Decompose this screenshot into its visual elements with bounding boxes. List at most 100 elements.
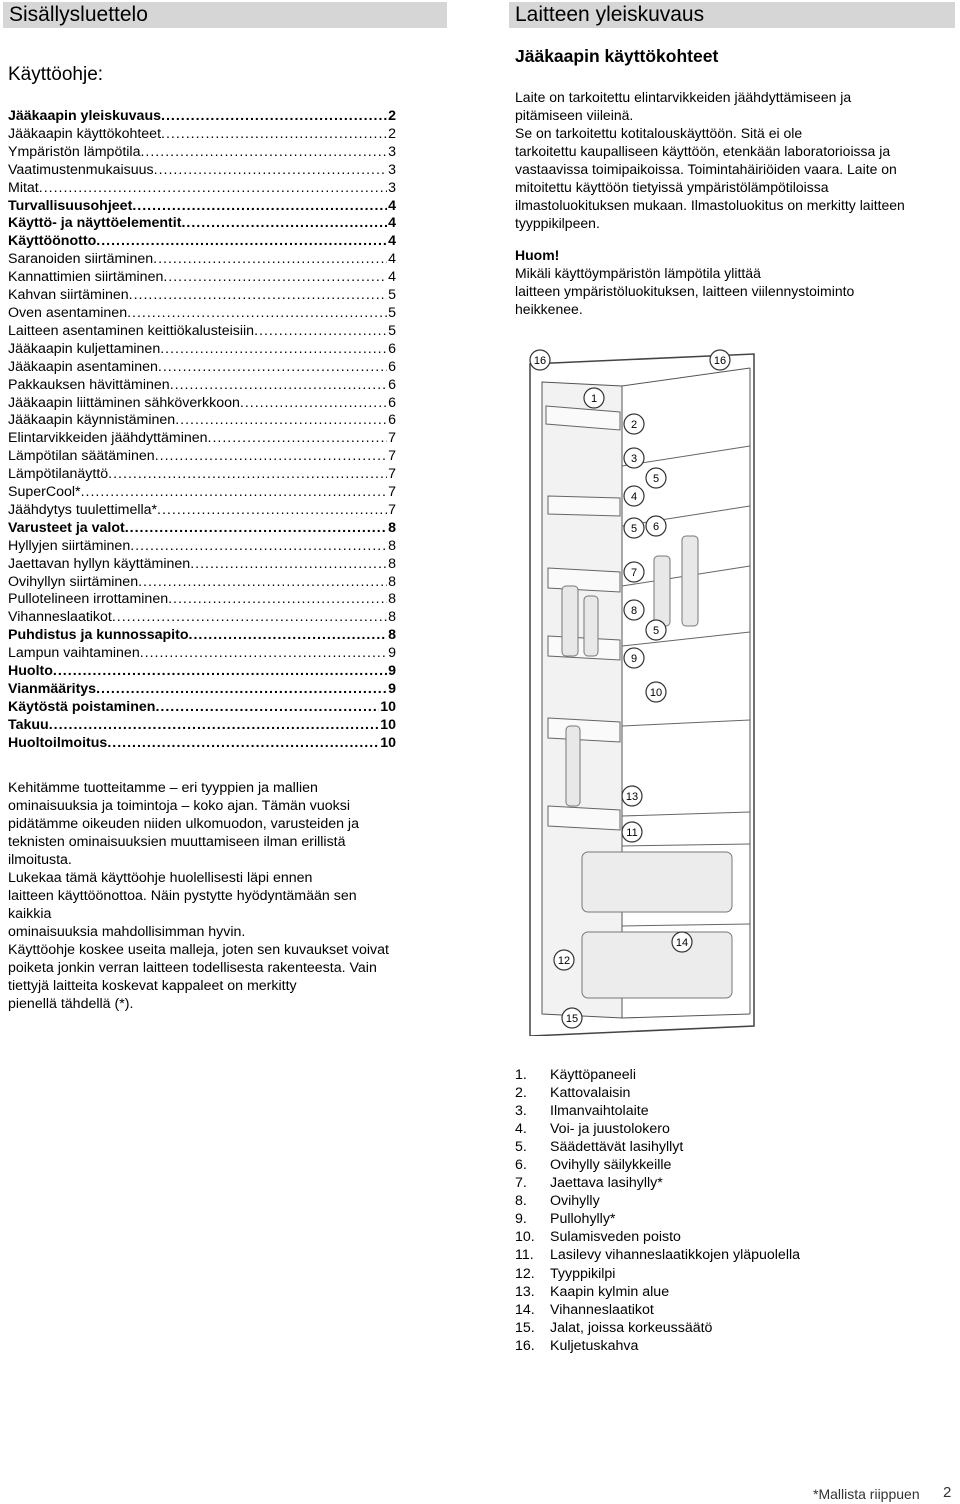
toc-entry-page: 8 <box>388 519 396 536</box>
footer-note: *Mallista riippuen <box>813 1486 920 1502</box>
toc-entry-page: 4 <box>388 233 396 250</box>
toc-entry-page: 4 <box>388 269 396 286</box>
toc-entry-page: 9 <box>388 663 396 680</box>
toc-dot-leader <box>155 699 379 717</box>
left-section-header: Sisällysluettelo <box>3 2 447 28</box>
toc-entry-title: Saranoiden siirtäminen <box>8 251 154 268</box>
toc-dot-leader <box>140 645 387 663</box>
toc-entry: Jääkaapin kuljettaminen6 <box>8 341 396 359</box>
figure-callout-number: 6 <box>653 521 659 533</box>
intro-line: tiettyjä laitteita koskevat kappaleet on… <box>8 978 297 994</box>
legend-number: 3. <box>515 1103 527 1120</box>
toc-entry-page: 6 <box>388 394 396 411</box>
toc-entry: Jääkaapin käyttökohteet2 <box>8 126 396 144</box>
legend-label: Kaapin kylmin alue <box>550 1283 670 1300</box>
toc-entry-page: 3 <box>388 179 396 196</box>
figure-callout: 15 <box>561 1007 583 1029</box>
figure-callout: 10 <box>645 681 667 703</box>
toc-entry-page: 5 <box>388 287 396 304</box>
toc-dot-leader <box>181 215 387 233</box>
toc-entry: Huoltoilmoitus10 <box>8 735 396 753</box>
toc-entry-title: Ympäristön lämpötila <box>8 143 141 160</box>
legend-item: 2.Kattovalaisin <box>515 1084 800 1102</box>
toc-entry-page: 8 <box>388 627 396 644</box>
toc-entry: Puhdistus ja kunnossapito8 <box>8 627 396 645</box>
legend-item: 6.Ovihylly säilykkeille <box>515 1156 800 1174</box>
toc-dot-leader <box>112 609 387 627</box>
legend-item: 8.Ovihylly <box>515 1192 800 1210</box>
legend-item: 3.Ilmanvaihtolaite <box>515 1102 800 1120</box>
toc-entry: Vihanneslaatikot8 <box>8 609 396 627</box>
legend-label: Ovihylly säilykkeille <box>550 1157 672 1174</box>
toc-entry-title: Käyttö- ja näyttöelementit <box>8 215 182 232</box>
toc-dot-leader <box>49 717 379 735</box>
toc-entry: Takuu10 <box>8 717 396 735</box>
toc-entry: Jääkaapin käynnistäminen6 <box>8 412 396 430</box>
toc-entry-title: Mitat <box>8 179 39 196</box>
toc-entry-page: 10 <box>380 734 396 751</box>
toc-entry-title: Varusteet ja valot <box>8 519 125 536</box>
toc-entry: Lämpötilan säätäminen7 <box>8 448 396 466</box>
intro-line: Lukekaa tämä käyttöohje huolellisesti lä… <box>8 870 313 886</box>
toc-dot-leader <box>155 448 387 466</box>
toc-entry-page: 2 <box>388 108 396 124</box>
toc-entry-page: 8 <box>388 591 396 608</box>
toc-dot-leader <box>125 520 387 538</box>
toc-entry: Ovihyllyn siirtäminen8 <box>8 574 396 592</box>
toc-entry-title: Käyttöönotto <box>8 233 97 250</box>
page-number: 2 <box>943 1484 952 1501</box>
toc-entry-page: 5 <box>388 304 396 321</box>
description-line: vastaavissa toimipaikoissa. Toimintahäir… <box>515 161 897 177</box>
toc-dot-leader <box>160 341 387 359</box>
toc-dot-leader <box>175 412 387 430</box>
intro-line: kaikkia <box>8 906 52 922</box>
figure-callout-number: 11 <box>626 827 637 839</box>
intro-paragraph: Kehitämme tuotteitamme – eri tyyppien ja… <box>8 779 428 1013</box>
toc-entry-page: 6 <box>388 358 396 375</box>
legend-item: 1.Käyttöpaneeli <box>515 1066 800 1084</box>
toc-dot-leader <box>140 144 387 162</box>
toc-entry-title: Kahvan siirtäminen <box>8 287 129 304</box>
toc-entry: Hyllyjen siirtäminen8 <box>8 538 396 556</box>
toc-dot-leader <box>39 180 387 198</box>
figure-callout-number: 4 <box>631 491 637 503</box>
usage-description: Laite on tarkoitettu elintarvikkeiden jä… <box>515 88 955 318</box>
toc-entry-title: Vianmääritys <box>8 681 97 697</box>
toc-entry: Elintarvikkeiden jäähdyttäminen7 <box>8 430 396 448</box>
toc-entry: Käyttöönotto 4 <box>8 233 396 251</box>
description-line: tyyppikilpeen. <box>515 215 600 231</box>
toc-entry-title: SuperCool* <box>8 484 81 501</box>
toc-dot-leader <box>157 502 387 520</box>
figure-callout: 11 <box>621 821 643 843</box>
description-line: mitoitettu käyttöön tietyissä ympäristöl… <box>515 179 829 195</box>
toc-entry-title: Pakkauksen hävittäminen <box>8 376 170 393</box>
legend-label: Jaettava lasihylly* <box>550 1175 663 1192</box>
legend-label: Voi- ja juustolokero <box>550 1121 670 1138</box>
toc-entry: Ympäristön lämpötila3 <box>8 144 396 162</box>
toc-dot-leader <box>107 735 379 753</box>
toc-entry: Pullotelineen irrottaminen 8 <box>8 591 396 609</box>
legend-number: 16. <box>515 1337 535 1354</box>
toc-entry: Jääkaapin liittäminen sähköverkkoon6 <box>8 395 396 413</box>
toc-entry-page: 2 <box>388 125 396 142</box>
figure-callout: 5 <box>645 467 667 489</box>
description-line: Se on tarkoitettu kotitalouskäyttöön. Si… <box>515 125 803 141</box>
toc-entry: Pakkauksen hävittäminen6 <box>8 377 396 395</box>
legend-number: 11. <box>515 1247 534 1264</box>
toc-entry-page: 7 <box>388 466 396 483</box>
toc-entry-title: Jääkaapin käynnistäminen <box>8 412 176 429</box>
legend-label: Lasilevy vihanneslaatikkojen yläpuolella <box>550 1247 801 1264</box>
figure-callout-number: 14 <box>676 937 688 949</box>
figure-callout-number: 5 <box>653 473 659 485</box>
figure-callout: 16 <box>709 349 731 371</box>
figure-callout-number: 8 <box>631 605 637 617</box>
figure-callout: 5 <box>623 517 645 539</box>
toc-subtitle: Käyttöohje: <box>8 64 104 85</box>
intro-line: Kehitämme tuotteitamme – eri tyyppien ja… <box>8 780 318 796</box>
legend-label: Tyyppikilpi <box>550 1265 616 1282</box>
toc-entry-title: Pullotelineen irrottaminen <box>8 591 169 608</box>
figure-callout-number: 5 <box>653 625 659 637</box>
toc-dot-leader <box>96 681 387 699</box>
